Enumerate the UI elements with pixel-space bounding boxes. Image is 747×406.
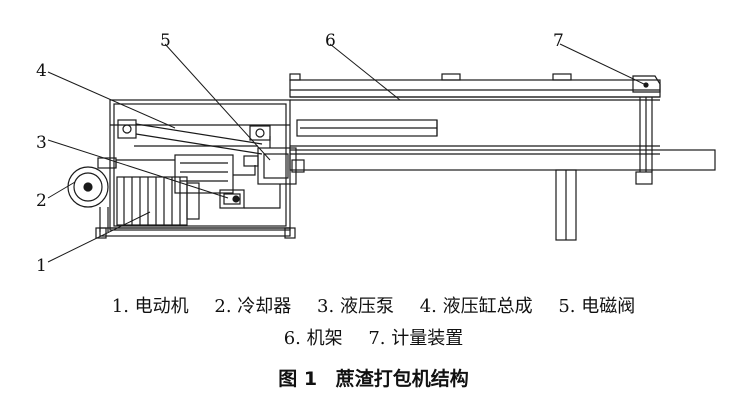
- figure-number: 图 1: [278, 368, 318, 390]
- solenoid-valve: [243, 136, 305, 185]
- legend-item-frame: 6. 机架: [283, 328, 343, 349]
- baler-structure-diagram: 1 2 3 4 5 6 7: [36, 31, 716, 276]
- legend-item-valve: 5. 电磁阀: [558, 296, 636, 317]
- legend-item-pump: 3. 液压泵: [317, 296, 394, 317]
- callout-6: 6: [325, 31, 336, 51]
- callout-5: 5: [160, 31, 171, 51]
- callout-4: 4: [36, 61, 47, 81]
- cooler: [67, 157, 117, 232]
- figure-title: 蔗渣打包机结构: [335, 368, 469, 390]
- callout-7: 7: [553, 31, 564, 51]
- callout-1: 1: [36, 256, 47, 276]
- power-unit-housing: [95, 99, 296, 239]
- callout-3: 3: [36, 133, 47, 153]
- machine-frame: [289, 73, 716, 241]
- hydraulic-cylinder-assembly: [117, 119, 271, 155]
- legend-line-2: 6. 机架 7. 计量装置: [0, 324, 747, 350]
- legend-line-1: 1. 电动机 2. 冷却器 3. 液压泵 4. 液压缸总成 5. 电磁阀: [0, 292, 747, 318]
- callout-2: 2: [36, 191, 47, 211]
- leader-lines: [47, 43, 647, 263]
- hydraulic-pump: [174, 154, 245, 209]
- legend-item-cylinder: 4. 液压缸总成: [419, 296, 533, 317]
- callout-labels: 1 2 3 4 5 6 7: [36, 31, 564, 276]
- legend-item-motor: 1. 电动机: [111, 296, 189, 317]
- figure-caption: 图 1 蔗渣打包机结构: [0, 364, 747, 391]
- hydraulic-piping: [115, 159, 281, 209]
- legend-item-metering: 7. 计量装置: [368, 328, 464, 349]
- legend-item-cooler: 2. 冷却器: [214, 296, 292, 317]
